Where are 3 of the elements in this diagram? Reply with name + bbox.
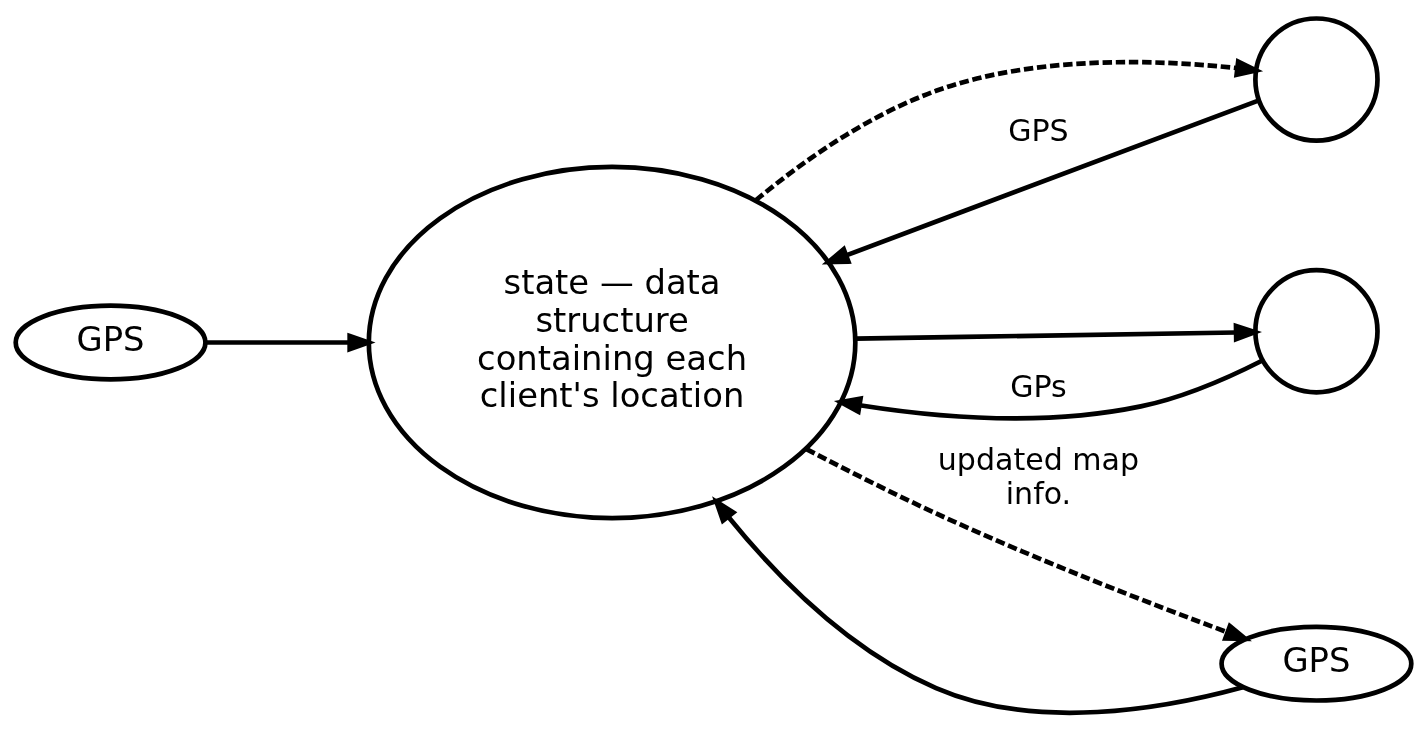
edge-label: updated map info. [937,441,1140,511]
edge-label: GPS [1008,112,1069,148]
edge-label: GPs [1010,368,1067,404]
